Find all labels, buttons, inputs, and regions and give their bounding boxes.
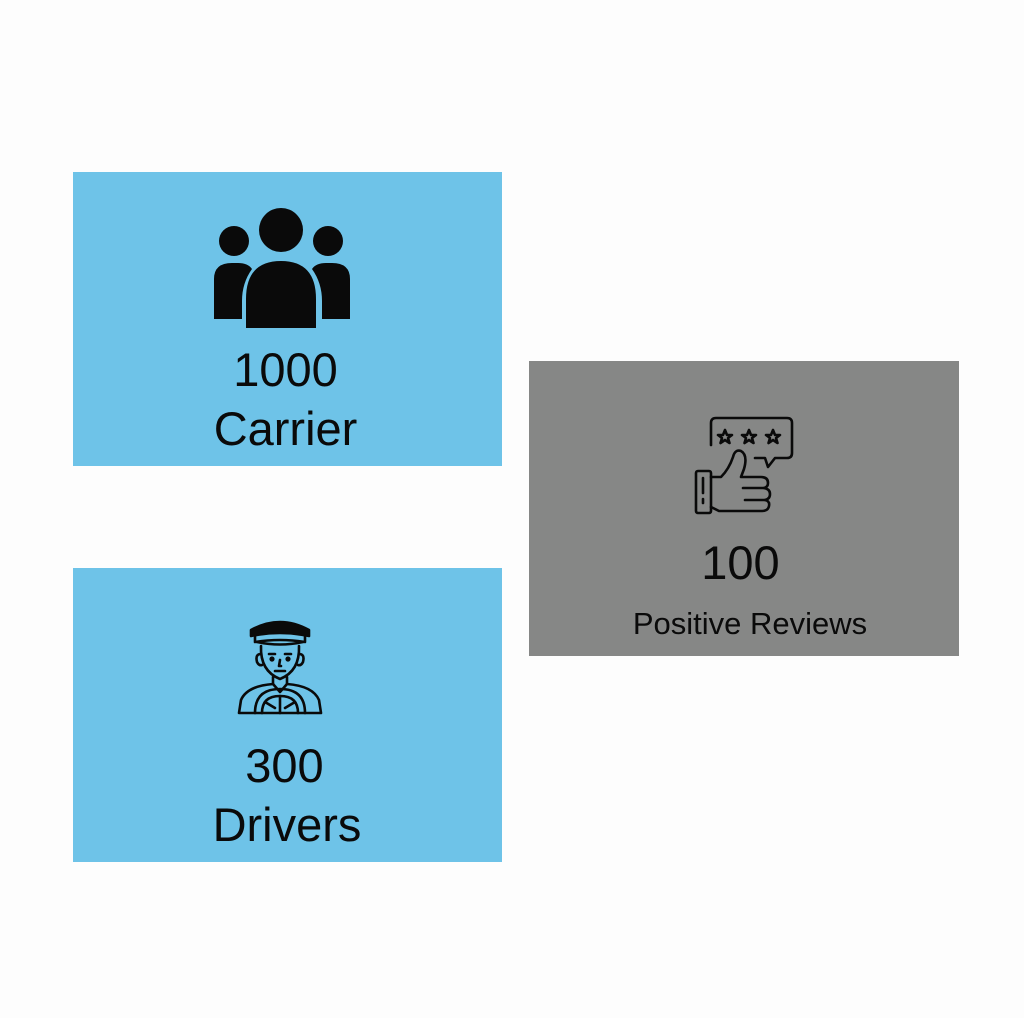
drivers-label: Drivers	[212, 798, 362, 851]
group-people-icon	[214, 208, 350, 328]
carrier-count: 1000	[233, 343, 338, 396]
driver-icon	[237, 620, 323, 715]
reviews-count: 100	[701, 536, 780, 589]
thumbs-up-review-icon	[694, 416, 794, 515]
stat-card-carrier: 1000 Carrier	[73, 172, 502, 466]
drivers-count: 300	[245, 739, 324, 792]
stat-card-drivers: 300 Drivers	[73, 568, 502, 862]
stat-card-reviews: 100 Positive Reviews	[529, 361, 959, 656]
carrier-label: Carrier	[213, 402, 358, 455]
reviews-label: Positive Reviews	[632, 606, 868, 641]
